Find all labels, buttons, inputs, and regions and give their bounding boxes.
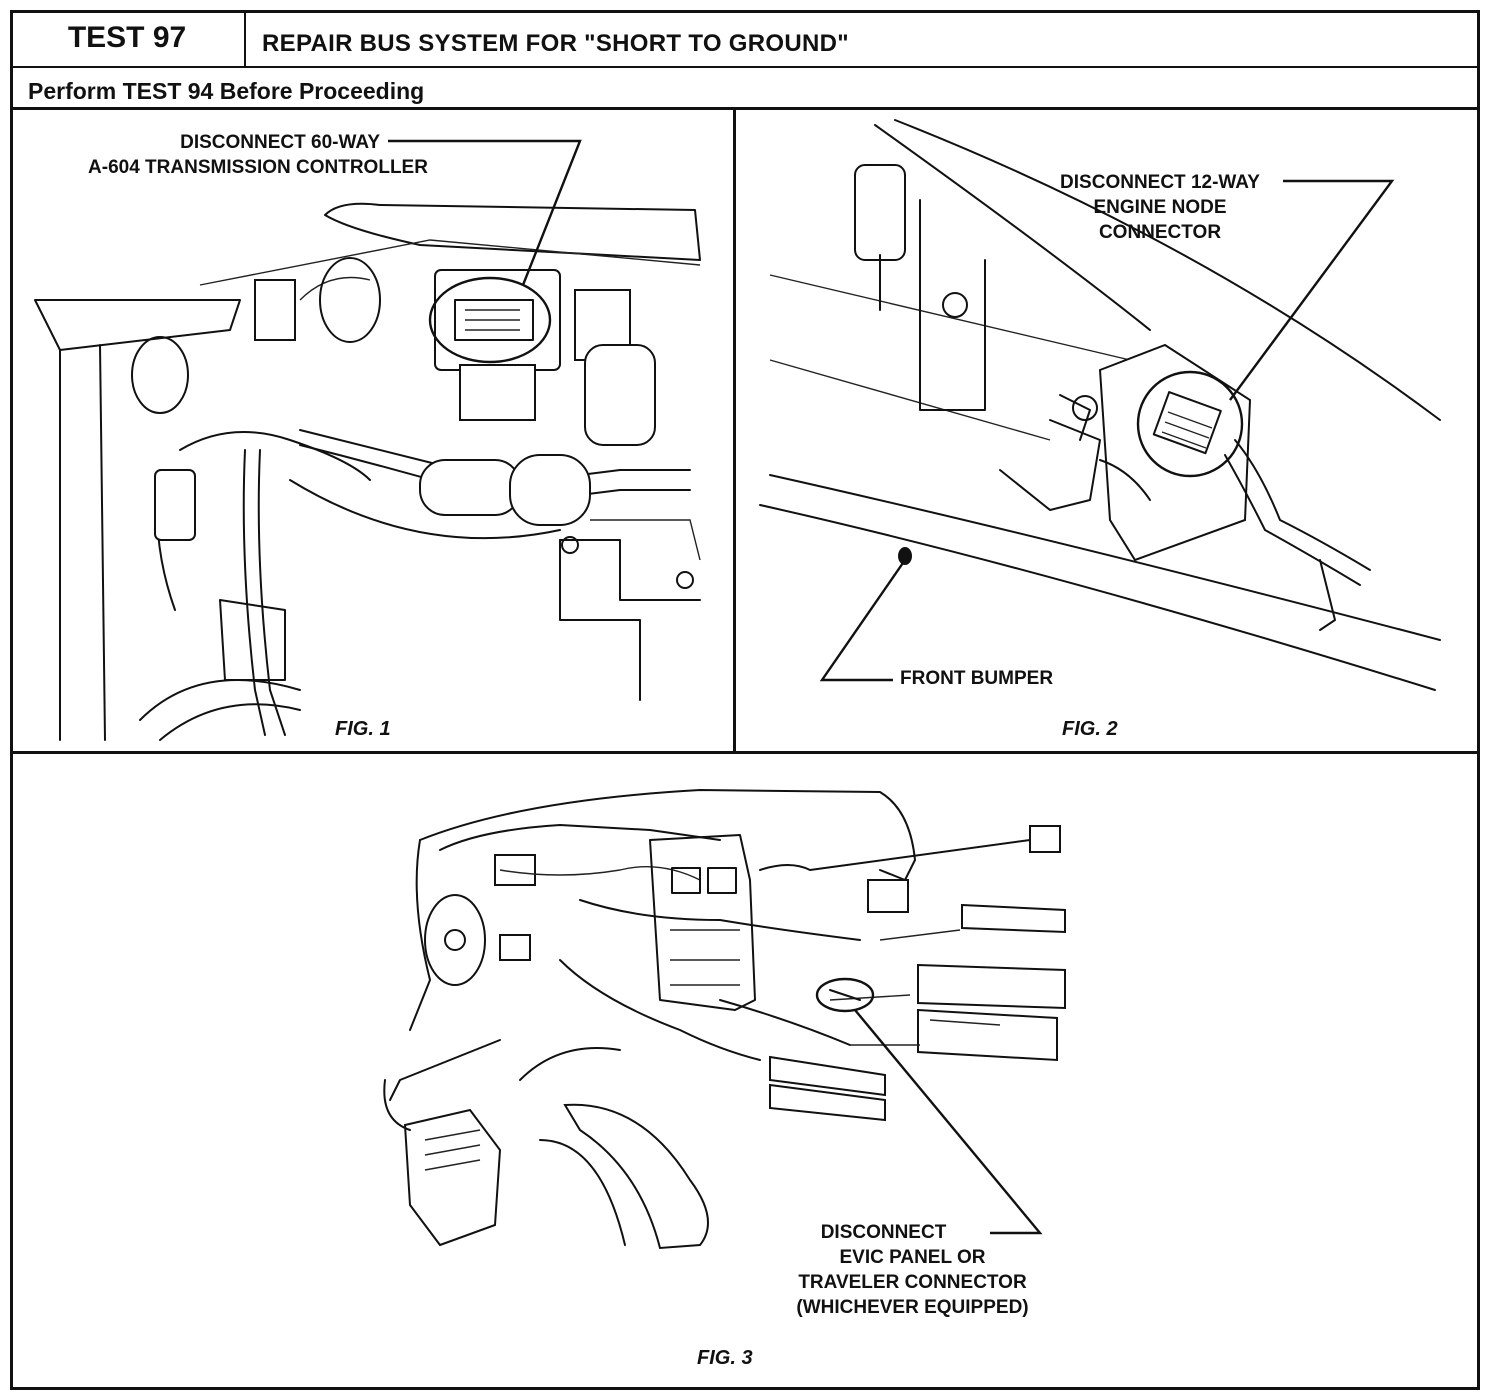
fig1-callout-line1: DISCONNECT 60-WAY	[180, 132, 380, 153]
subheader-divider	[10, 107, 1480, 110]
fig2-callout-line3: CONNECTOR	[1098, 222, 1222, 243]
header-divider	[10, 66, 1480, 68]
fig2-caption: FIG. 2	[1062, 718, 1118, 740]
fig2-bumper-label: FRONT BUMPER	[900, 668, 1054, 689]
fig3-callout-line4: (WHICHEVER EQUIPPED)	[796, 1297, 1029, 1318]
page-title: REPAIR BUS SYSTEM FOR "SHORT TO GROUND"	[262, 30, 849, 57]
fig3-callout-line1: DISCONNECT	[820, 1222, 947, 1243]
fig2-callout-line1: DISCONNECT 12-WAY	[1060, 172, 1260, 193]
fig3-callout-line3: TRAVELER CONNECTOR	[798, 1272, 1027, 1293]
prerequisite-note: Perform TEST 94 Before Proceeding	[28, 78, 425, 104]
figure-row-divider	[10, 751, 1480, 754]
fig2-callout-line2: ENGINE NODE	[1093, 197, 1227, 218]
fig3-caption: FIG. 3	[697, 1347, 753, 1369]
figure-column-divider	[733, 110, 736, 752]
page-frame	[10, 10, 1480, 1390]
fig3-callout-line2: EVIC PANEL OR	[839, 1247, 986, 1268]
fig1-callout-label: DISCONNECT 60-WAY A-604 TRANSMISSION CON…	[58, 130, 458, 180]
fig3-callout-label: DISCONNECT EVIC PANEL OR TRAVELER CONNEC…	[770, 1220, 1055, 1320]
fig1-caption: FIG. 1	[335, 718, 391, 740]
fig2-callout-label: DISCONNECT 12-WAY ENGINE NODE CONNECTOR	[1040, 170, 1280, 245]
fig1-callout-line2: A-604 TRANSMISSION CONTROLLER	[88, 157, 428, 178]
